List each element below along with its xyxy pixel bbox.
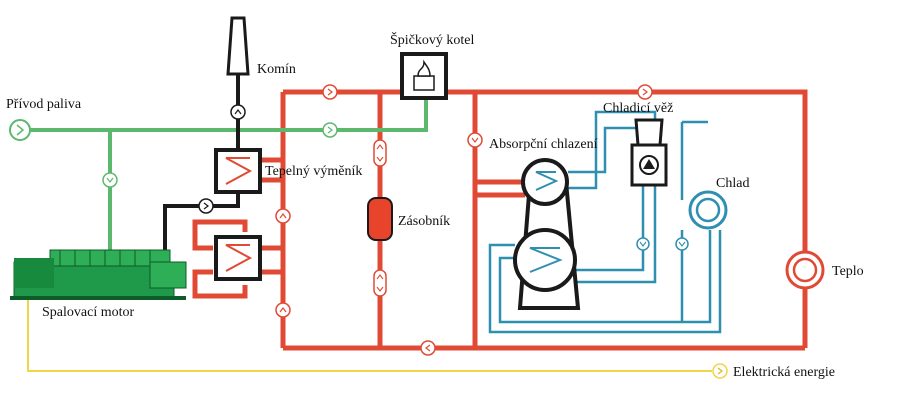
label-electric-energy: Elektrická energie: [733, 365, 835, 380]
peak-boiler-icon: [400, 52, 448, 100]
electric-line: [27, 300, 712, 372]
arrow-exhaust-up: [230, 104, 246, 120]
arrow-storage-upper: [373, 139, 387, 167]
flow-arrows: [9, 84, 728, 379]
arrow-fuel-mid: [322, 122, 338, 138]
arrow-cooling-2: [675, 237, 689, 251]
fuel-pipes: [30, 100, 428, 258]
arrow-hot-top-right: [637, 84, 653, 100]
label-peak-boiler: Špičkový kotel: [390, 33, 475, 48]
label-chimney: Komín: [257, 62, 296, 77]
arrow-hot-top-left: [322, 84, 338, 100]
label-storage: Zásobník: [398, 214, 451, 229]
arrow-fuel-down: [102, 172, 118, 188]
engine-icon: [10, 249, 187, 300]
label-cold: Chlad: [716, 176, 750, 191]
arrow-hot-riser-2: [275, 302, 291, 318]
arrow-hot-bottom: [420, 340, 436, 356]
chimney-icon: [226, 16, 250, 76]
arrow-cooling-1: [636, 237, 650, 251]
label-heat-exchanger: Tepelný výměník: [265, 164, 363, 179]
cooling-tower-icon: [630, 118, 668, 187]
heat-exchanger-lower-icon: [214, 235, 262, 281]
label-fuel-supply: Přívod paliva: [6, 97, 82, 112]
label-cooling-tower: Chladicí věž: [603, 101, 674, 116]
heat-exchanger-upper-icon: [214, 148, 262, 194]
arrow-hot-riser-1: [275, 208, 291, 224]
storage-tank-icon: [367, 197, 393, 241]
arrow-storage-lower: [373, 269, 387, 297]
arrow-hot-absorber-down: [467, 132, 483, 148]
arrow-fuel-inlet: [9, 119, 31, 141]
label-engine: Spalovací motor: [42, 305, 135, 320]
arrow-exhaust-right: [198, 198, 214, 214]
absorption-chiller-icon: [513, 158, 581, 310]
heat-consumer-icon: [785, 250, 825, 290]
cold-consumer-icon: [688, 190, 728, 230]
arrow-electric: [712, 363, 728, 379]
label-heat: Teplo: [832, 264, 864, 279]
label-absorption-cooling: Absorpční chlazení: [489, 137, 598, 152]
